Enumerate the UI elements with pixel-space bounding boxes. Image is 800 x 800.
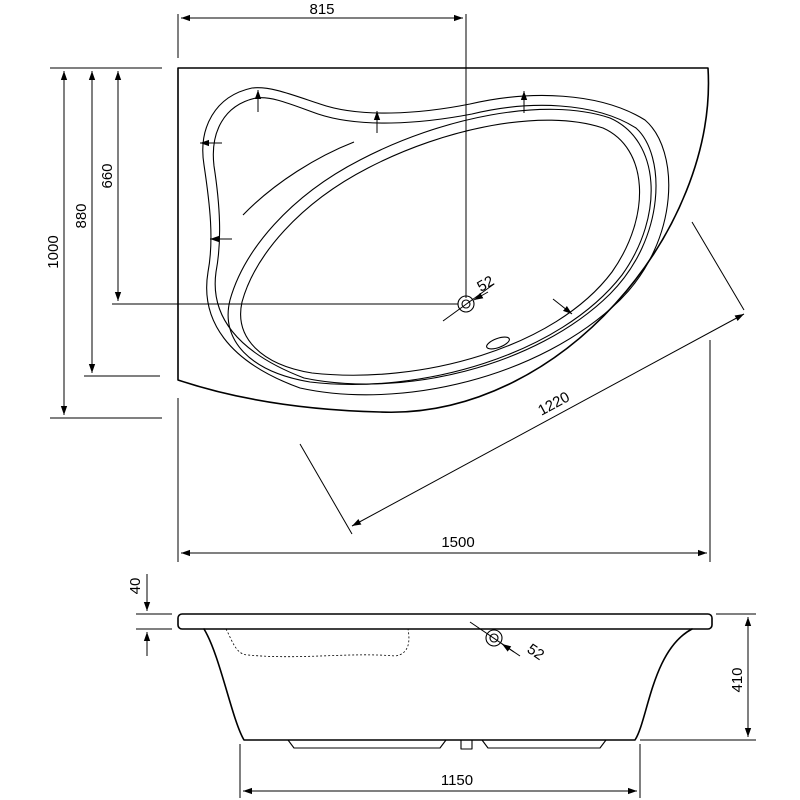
- tub-rim-outline: [202, 87, 670, 396]
- side-drain-outer-ring: [485, 629, 503, 647]
- dimension-410: 410: [640, 613, 756, 741]
- headrest-line: [242, 141, 355, 216]
- dimension-52-plan-label: 52: [474, 273, 497, 296]
- dimension-660-label: 660: [99, 163, 116, 188]
- side-view: 40 52 410 1150: [127, 574, 756, 798]
- side-drain-outlet: [460, 739, 473, 750]
- rim-arrow: [552, 298, 573, 315]
- overflow-outlet: [486, 336, 510, 350]
- dimension-1150: 1150: [239, 744, 641, 798]
- dimension-660: 660: [99, 71, 458, 305]
- dimension-880: 880: [73, 71, 160, 377]
- tub-outer-outline: [177, 67, 710, 413]
- side-drain-inner-ring: [489, 633, 499, 643]
- side-inner-contour-hidden: [225, 628, 410, 658]
- drain-inner-ring: [461, 299, 471, 309]
- dimension-410-label: 410: [729, 667, 746, 692]
- tub-basin-outer: [227, 108, 652, 385]
- dimension-1000-label: 1000: [45, 235, 62, 268]
- dimension-1220-label: 1220: [535, 389, 572, 420]
- dimension-1500-label: 1500: [441, 534, 474, 551]
- tub-basin-inner: [240, 119, 640, 376]
- dimension-52-side: 52: [501, 641, 547, 664]
- dimension-40-label: 40: [127, 578, 144, 595]
- tub-rim-inner-line: [212, 97, 657, 385]
- side-feet: [287, 739, 607, 749]
- dimension-52-plan: 52: [473, 273, 497, 301]
- dimension-1150-label: 1150: [441, 772, 473, 789]
- dimension-1500: 1500: [177, 340, 711, 562]
- dimension-52-side-label: 52: [524, 641, 547, 664]
- dimension-880-label: 880: [73, 203, 90, 228]
- side-body: [203, 628, 693, 741]
- plan-view: 815 1000 880 660 52: [45, 1, 745, 562]
- dimension-815-label: 815: [309, 1, 334, 18]
- dimension-1000: 1000: [45, 67, 162, 419]
- dimension-815: 815: [177, 1, 467, 298]
- side-rim: [177, 613, 713, 630]
- dimension-40: 40: [127, 574, 172, 656]
